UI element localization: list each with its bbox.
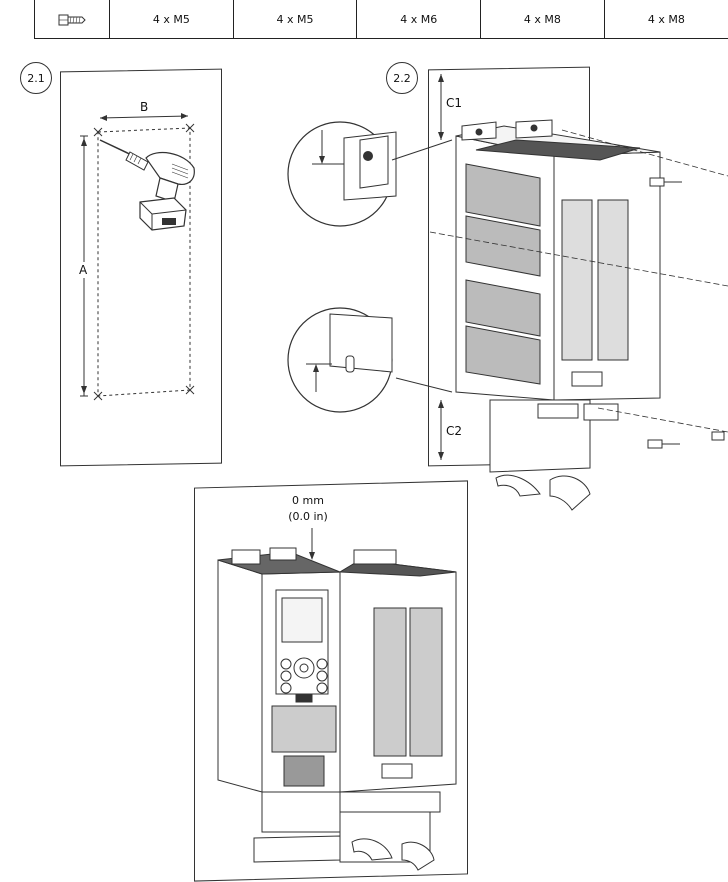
- side-by-side-drives-diagram: [0, 0, 728, 878]
